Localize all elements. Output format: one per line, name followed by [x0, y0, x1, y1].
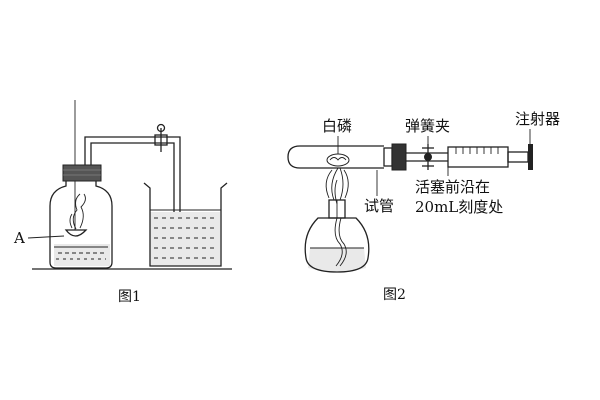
label-a-leader [27, 235, 65, 239]
tube-stopper [383, 143, 407, 171]
label-a: A [13, 229, 25, 247]
gas-bottle [49, 180, 113, 269]
figure2: 白磷 弹簧夹 [287, 110, 560, 303]
burner-flame [325, 167, 349, 205]
figure1-caption: 图1 [118, 289, 141, 305]
figure1: A 图1 [13, 100, 232, 305]
water-beaker [143, 182, 228, 267]
label-plunger-line2: 20mL刻度处 [415, 198, 503, 216]
label-white-phosphorus: 白磷 [322, 117, 352, 135]
alcohol-lamp [304, 199, 370, 273]
label-plunger-line1: 活塞前沿在 [415, 178, 490, 196]
spring-clamp [422, 144, 434, 170]
tube-clamp [154, 123, 168, 152]
white-phosphorus [326, 153, 350, 167]
label-syringe: 注射器 [515, 110, 560, 128]
label-spring-clamp: 弹簧夹 [405, 117, 450, 135]
test-tube [287, 145, 384, 169]
combustion-spoon [64, 193, 88, 237]
figure2-caption: 图2 [383, 287, 406, 303]
label-test-tube: 试管 [364, 197, 394, 215]
rubber-stopper [62, 164, 102, 182]
syringe [447, 144, 533, 170]
delivery-tube [84, 136, 181, 263]
